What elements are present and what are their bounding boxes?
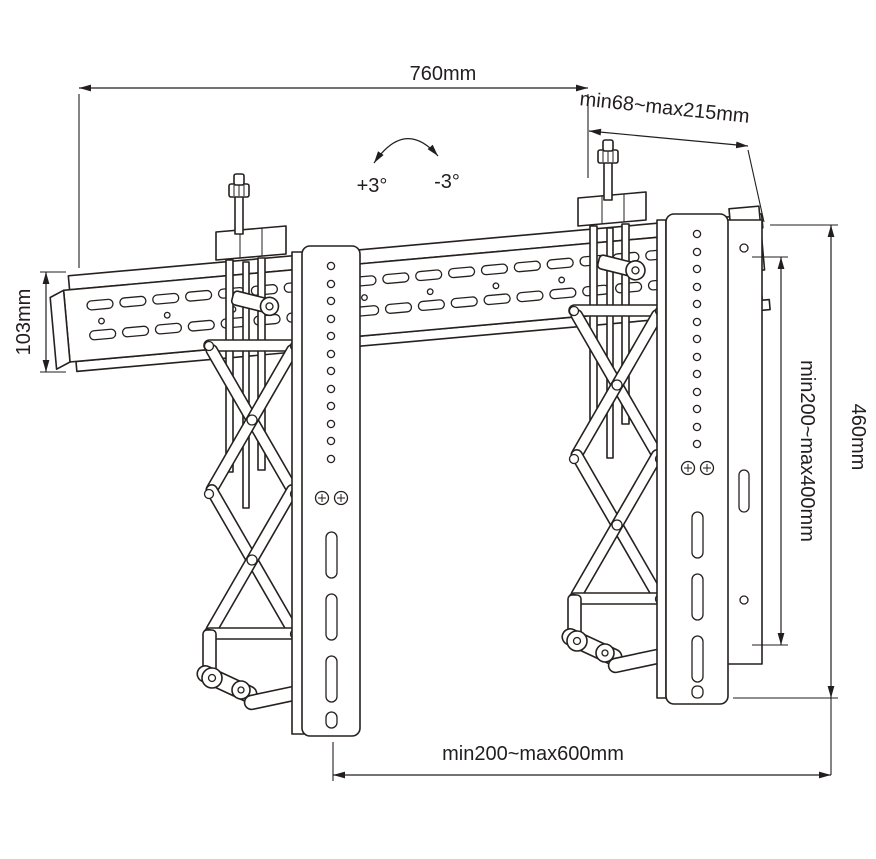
right-tv-bracket: [656, 213, 729, 705]
right-bracket-side-face: [656, 219, 667, 699]
right-screw-stem: [603, 161, 613, 201]
left-bracket-slots: [325, 531, 338, 729]
left-tilt-knob: [230, 290, 280, 317]
dim-top-width: 760mm: [78, 63, 589, 268]
left-lead-screw: [242, 261, 250, 509]
dim-rail-height: 103mm: [13, 271, 66, 373]
right-bracket-slots: [691, 511, 704, 699]
right-scissor-mechanism: [568, 304, 668, 605]
label-depth-range: min68~max215mm: [579, 88, 751, 128]
left-bracket-screws: [314, 490, 349, 506]
label-tilt-positive: +3°: [357, 175, 388, 197]
left-rail-clamp: [215, 173, 287, 261]
dim-bottom-width-range: min200~max600mm: [332, 742, 831, 781]
left-screw-tip: [233, 173, 245, 186]
label-bracket-height: 460mm: [847, 404, 869, 471]
right-tilt-knob: [596, 254, 646, 281]
right-bracket-plate: [665, 213, 729, 705]
dim-bracket-height: 460mm: [733, 224, 869, 775]
right-lead-screw: [606, 227, 614, 459]
right-screw-tip: [602, 139, 614, 152]
right-guide-rod: [621, 223, 630, 425]
dim-vesa-range: min200~max400mm: [752, 256, 818, 646]
dim-tilt: +3° -3°: [357, 138, 460, 197]
left-scissor-mechanism: [203, 339, 303, 640]
right-wall-plate: [725, 219, 763, 665]
label-vesa-range: min200~max400mm: [796, 360, 818, 542]
left-hanger-assembly: [196, 173, 311, 711]
label-bottom-width-range: min200~max600mm: [442, 743, 624, 765]
rail-left-end-cap: [49, 289, 71, 371]
right-bracket-holes: [692, 229, 702, 449]
left-guide-rod: [257, 257, 266, 471]
right-guide-rod: [589, 225, 598, 427]
left-tv-bracket: [291, 245, 361, 737]
right-hanger-assembly: [561, 139, 675, 674]
left-bracket-holes: [326, 261, 336, 464]
label-rail-height: 103mm: [13, 289, 35, 356]
label-tilt-negative: -3°: [434, 171, 460, 193]
right-bottom-foot: [561, 594, 675, 674]
right-bracket-screws: [680, 460, 715, 476]
left-bracket-plate: [301, 245, 361, 737]
label-top-width: 760mm: [410, 63, 477, 85]
left-screw-stem: [234, 195, 244, 235]
left-bottom-foot: [196, 629, 311, 711]
